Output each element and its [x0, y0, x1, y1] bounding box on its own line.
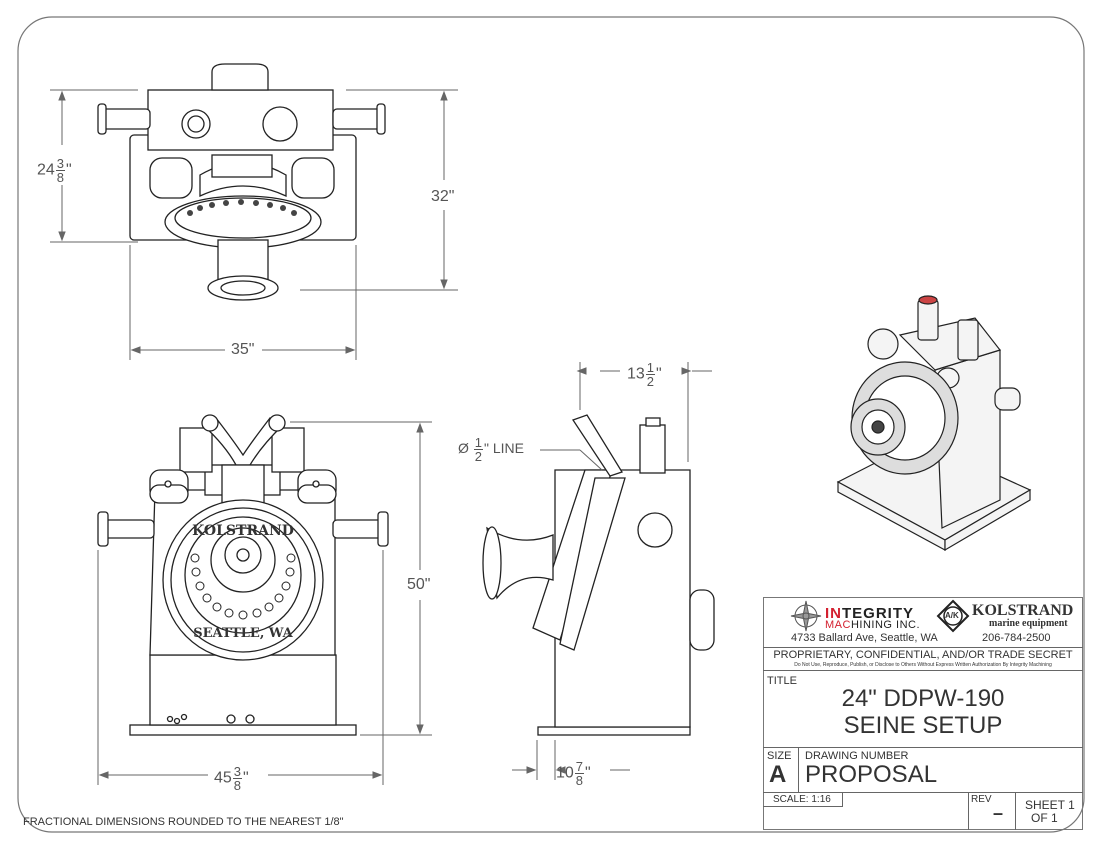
top-height-whole: 24: [37, 161, 55, 179]
rev-cell: [968, 793, 1016, 830]
size-value: A: [769, 761, 787, 788]
logo-hining: HINING INC.: [850, 619, 921, 631]
base-depth-numerator: 7: [574, 759, 585, 774]
logo-tegrity: TEGRITY: [842, 605, 915, 622]
title-block: INTEGRITY MACHINING INC. A/K KOLSTRAND m…: [763, 597, 1083, 830]
top-width-dimension: 35": [231, 341, 255, 358]
size-label: SIZE: [767, 750, 792, 762]
company-address: 4733 Ballard Ave, Seattle, WA: [791, 632, 938, 644]
ak-diamond-logo-icon: [936, 599, 970, 633]
base-depth-denominator: 8: [575, 773, 584, 788]
company-phone: 206-784-2500: [982, 632, 1051, 644]
compass-rose-icon: [790, 600, 822, 632]
side-depth-whole: 13: [627, 365, 645, 383]
top-height-unit: ": [66, 161, 72, 179]
side-depth-unit: ": [656, 365, 662, 383]
rev-label: REV: [971, 794, 992, 805]
side-depth-numerator: 1: [645, 360, 656, 375]
drawing-number-label: DRAWING NUMBER: [805, 750, 909, 762]
title-label: TITLE: [767, 675, 797, 687]
front-width-unit: ": [243, 769, 249, 787]
size-cell: [763, 747, 799, 793]
scale: SCALE: 1:16: [773, 794, 831, 805]
line-denominator: 2: [474, 449, 483, 464]
logo-in: IN: [825, 605, 842, 622]
proprietary-row: [763, 647, 1083, 671]
kolstrand-name: KOLSTRAND: [972, 602, 1074, 619]
top-overall-height-dimension: 32": [431, 188, 455, 205]
sheet-of: OF 1: [1031, 811, 1058, 825]
side-depth-denominator: 2: [646, 374, 655, 389]
logo-row: [790, 599, 970, 633]
base-depth-whole: 10: [556, 764, 574, 782]
svg-text:SEATTLE, WA: SEATTLE, WA: [193, 626, 293, 641]
title-line2: SEINE SETUP: [843, 712, 1003, 739]
front-width-numerator: 3: [232, 764, 243, 779]
line-label: " LINE: [484, 440, 524, 457]
kolstrand-sub: marine equipment: [989, 618, 1068, 629]
sheet-label: SHEET 1: [1025, 798, 1075, 812]
integrity-logo-line1: INTEGRITY: [825, 605, 914, 622]
svg-text:KOLSTRAND: KOLSTRAND: [192, 523, 294, 539]
rev-value: –: [993, 803, 1004, 823]
drawing-number: PROPOSAL: [805, 761, 938, 788]
front-width-whole: 45: [214, 769, 232, 787]
size-row: [763, 747, 1083, 793]
disclaimer-notice: Do Not Use, Reproduce, Publish, or Discl…: [794, 662, 1052, 668]
top-height-numerator: 3: [55, 156, 66, 171]
diameter-symbol: Ø: [458, 440, 469, 457]
top-height-denominator: 8: [56, 170, 65, 185]
line-numerator: 1: [473, 435, 484, 450]
front-height-dimension: 50": [407, 576, 431, 593]
front-width-denominator: 8: [233, 778, 242, 793]
ak-logo-text: A/K: [945, 611, 959, 620]
integrity-logo-line2: MACHINING INC.: [825, 619, 920, 631]
title-line1: 24" DDPW-190: [841, 685, 1005, 712]
logo-mac: MAC: [825, 619, 851, 631]
base-depth-unit: ": [585, 764, 591, 782]
scale-cell: [763, 793, 843, 807]
title-block-frame: [763, 597, 1083, 830]
rounding-note: FRACTIONAL DIMENSIONS ROUNDED TO THE NEA…: [23, 816, 344, 828]
proprietary-notice: PROPRIETARY, CONFIDENTIAL, AND/OR TRADE …: [773, 649, 1073, 661]
